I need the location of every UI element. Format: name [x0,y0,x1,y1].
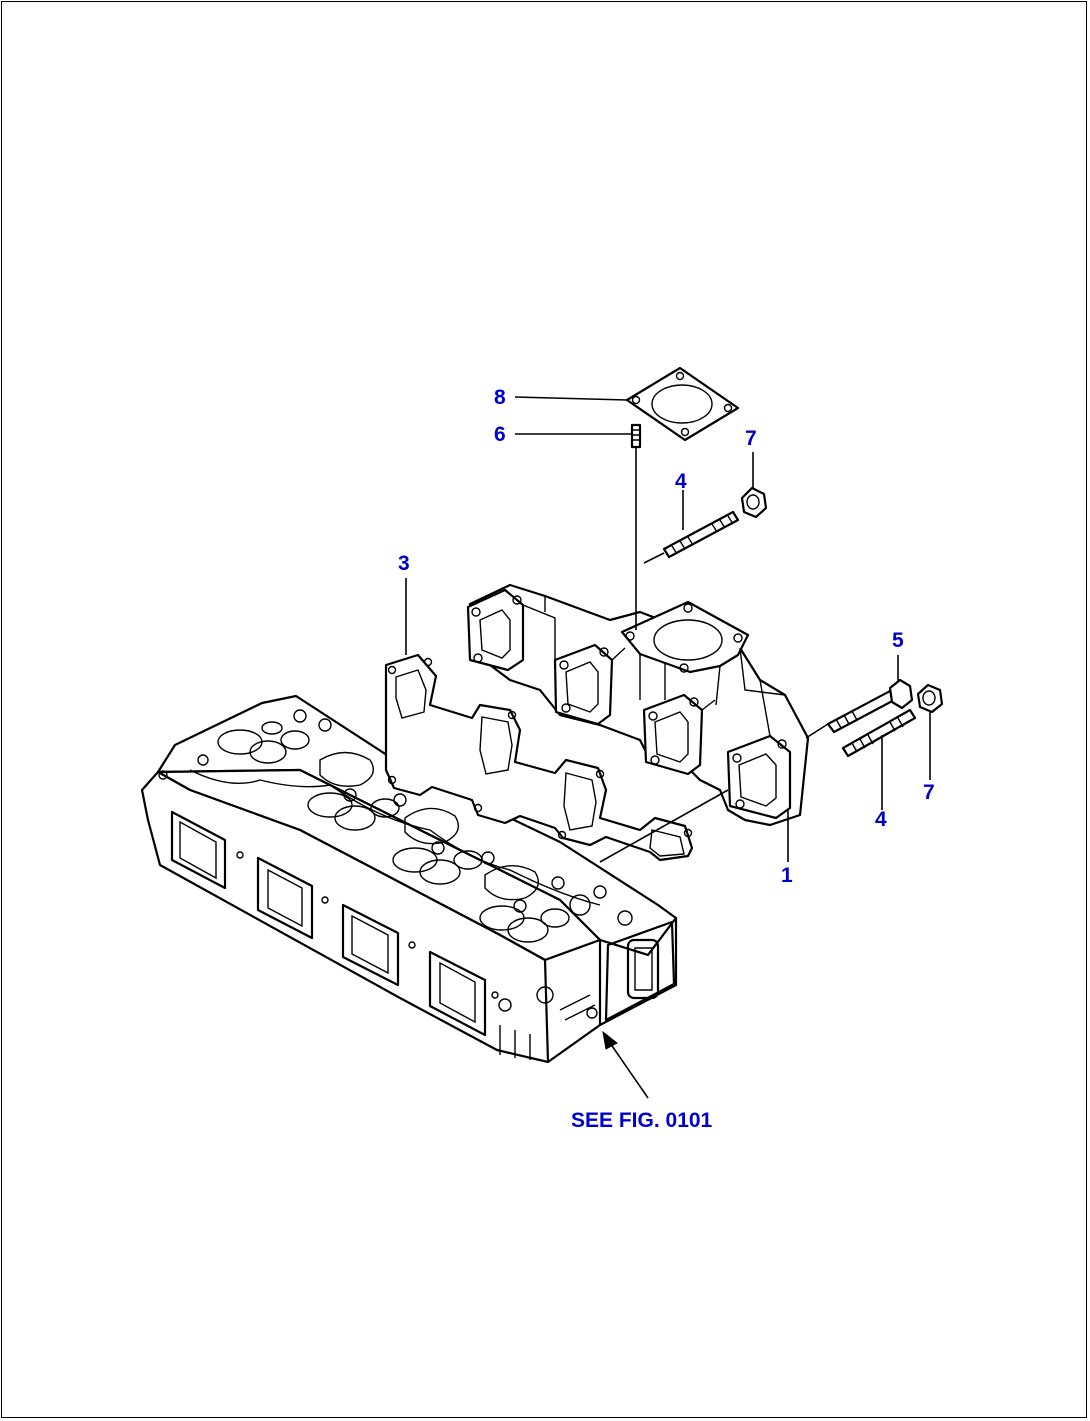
exhaust-manifold [466,583,810,827]
callout-4-upper: 4 [675,470,687,493]
callout-7-upper: 7 [745,427,757,450]
nut-upper [740,486,768,519]
nut-lower [916,683,944,714]
stud-small [630,423,642,449]
bolt [826,678,914,734]
see-figure-reference[interactable]: SEE FIG. 0101 [571,1109,713,1132]
manifold-gasket [384,653,694,862]
turbo-gasket [625,366,740,442]
callout-7-lower: 7 [923,781,935,804]
leader-lines [405,396,931,863]
callout-3: 3 [398,552,410,575]
reference-arrow [602,1030,649,1099]
callout-4-lower: 4 [875,808,887,831]
cylinder-head [140,694,678,1064]
stud-lower [841,708,917,758]
callout-6: 6 [494,423,506,446]
callout-5: 5 [892,629,904,652]
stud-upper [662,510,740,559]
callout-1: 1 [781,864,793,887]
callout-8: 8 [494,386,506,409]
